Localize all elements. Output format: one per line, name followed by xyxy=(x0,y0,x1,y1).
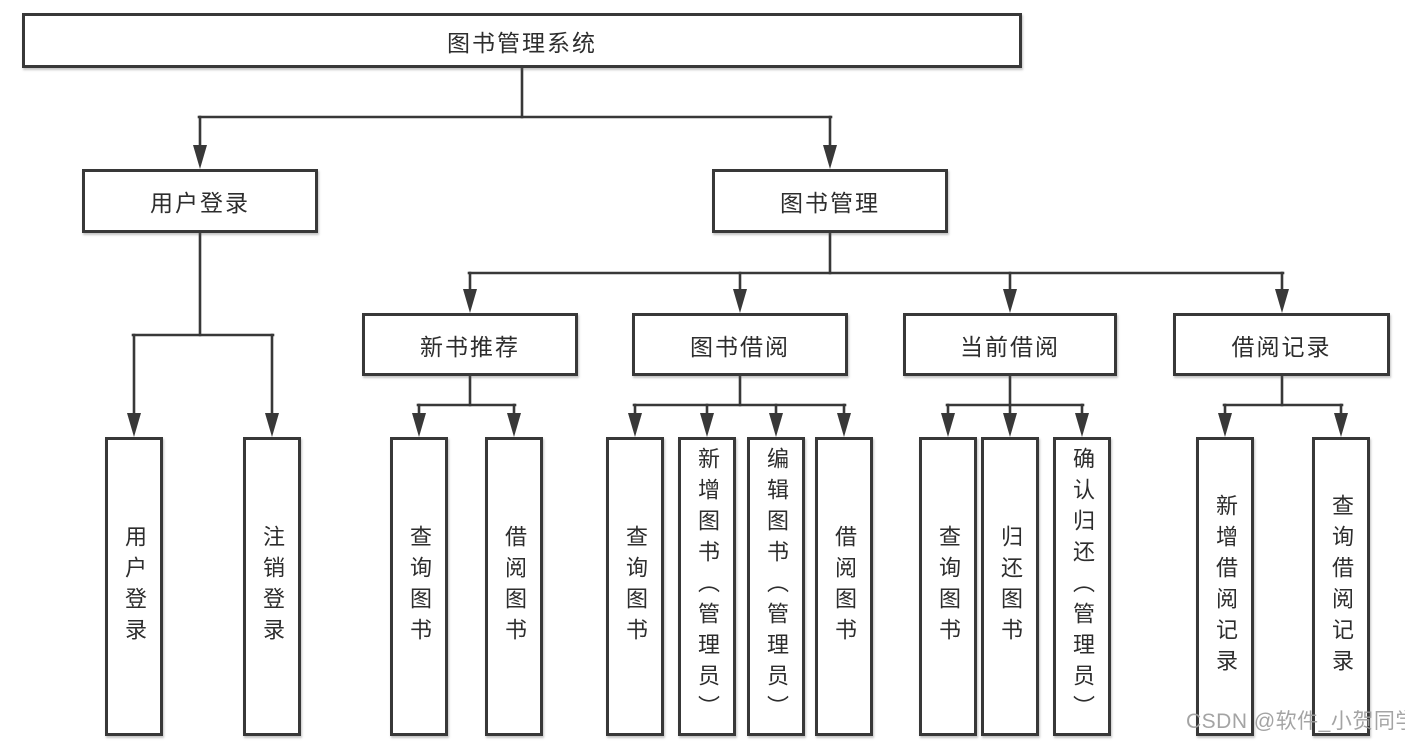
leaf-user-login: 用户登录 xyxy=(105,437,163,736)
arrow-down-icon xyxy=(628,413,642,437)
leaf-return-books: 归还图书 xyxy=(981,437,1039,736)
arrow-down-icon xyxy=(1003,289,1017,313)
leaf-label: 查询图书 xyxy=(623,524,648,649)
connector-user-login-to-leaves xyxy=(127,231,279,437)
leaf-query-books-current: 查询图书 xyxy=(919,437,977,736)
leaf-label: 新增借阅记录 xyxy=(1213,493,1238,680)
node-system-root: 图书管理系统 xyxy=(22,13,1022,68)
leaf-confirm-return-admin: 确认归还（管理员） xyxy=(1053,437,1111,736)
node-current-borrowing: 当前借阅 xyxy=(903,313,1117,376)
leaf-label: 借阅图书 xyxy=(832,524,857,649)
leaf-label: 编辑图书（管理员） xyxy=(764,447,789,726)
leaf-edit-books-admin: 编辑图书（管理员） xyxy=(747,437,805,736)
leaf-query-books-borrowing: 查询图书 xyxy=(606,437,664,736)
arrow-down-icon xyxy=(1334,413,1348,437)
leaf-borrow-books-borrowing: 借阅图书 xyxy=(815,437,873,736)
leaf-add-borrow-record: 新增借阅记录 xyxy=(1196,437,1254,736)
node-borrowing-records: 借阅记录 xyxy=(1173,313,1390,376)
node-new-book-recommendation: 新书推荐 xyxy=(362,313,578,376)
arrow-down-icon xyxy=(193,145,207,169)
arrow-down-icon xyxy=(700,413,714,437)
leaf-borrow-books-recommend: 借阅图书 xyxy=(485,437,543,736)
node-user-login: 用户登录 xyxy=(82,169,318,233)
leaf-label: 确认归还（管理员） xyxy=(1070,447,1095,726)
arrow-down-icon xyxy=(941,413,955,437)
arrow-down-icon xyxy=(769,413,783,437)
connector-borrowing-records-to-leaves xyxy=(1218,374,1348,437)
arrow-down-icon xyxy=(127,413,141,437)
leaf-label: 查询图书 xyxy=(936,524,961,649)
connector-current-borrowing-to-leaves xyxy=(941,374,1089,437)
leaf-label: 查询图书 xyxy=(407,524,432,649)
csdn-watermark: CSDN @软件_小贺同学 xyxy=(1186,710,1405,733)
leaf-label: 新增图书（管理员） xyxy=(695,447,720,726)
leaf-query-borrow-record: 查询借阅记录 xyxy=(1312,437,1370,736)
leaf-label: 查询借阅记录 xyxy=(1329,493,1354,680)
leaf-add-books-admin: 新增图书（管理员） xyxy=(678,437,736,736)
leaf-label: 借阅图书 xyxy=(502,524,527,649)
arrow-down-icon xyxy=(1218,413,1232,437)
arrow-down-icon xyxy=(837,413,851,437)
connector-root-to-level2 xyxy=(193,66,837,169)
arrow-down-icon xyxy=(463,289,477,313)
arrow-down-icon xyxy=(823,145,837,169)
node-book-management: 图书管理 xyxy=(712,169,948,233)
leaf-label: 用户登录 xyxy=(122,524,147,649)
arrow-down-icon xyxy=(507,413,521,437)
connector-new-book-to-leaves xyxy=(412,374,521,437)
leaf-query-books-recommend: 查询图书 xyxy=(390,437,448,736)
arrow-down-icon xyxy=(1003,413,1017,437)
leaf-label: 归还图书 xyxy=(998,524,1023,649)
leaf-logout: 注销登录 xyxy=(243,437,301,736)
connector-book-management-to-level3 xyxy=(463,231,1289,313)
arrow-down-icon xyxy=(265,413,279,437)
leaf-label: 注销登录 xyxy=(260,524,285,649)
node-book-borrowing: 图书借阅 xyxy=(632,313,848,376)
arrow-down-icon xyxy=(1275,289,1289,313)
arrow-down-icon xyxy=(1075,413,1089,437)
arrow-down-icon xyxy=(412,413,426,437)
arrow-down-icon xyxy=(733,289,747,313)
connector-book-borrowing-to-leaves xyxy=(628,374,851,437)
